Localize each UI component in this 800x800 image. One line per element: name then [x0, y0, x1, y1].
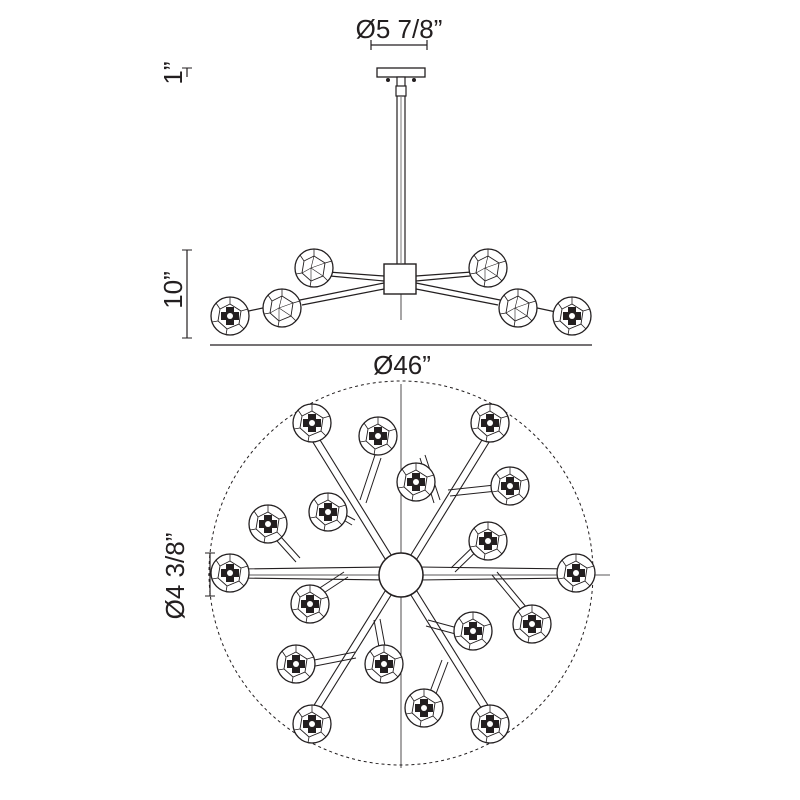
fixture-height-label: 10” — [158, 271, 188, 309]
overall-diameter-label: Ø46” — [373, 350, 431, 380]
elevation-view — [182, 40, 592, 346]
canopy-diameter-label: Ø5 7/8” — [356, 14, 443, 44]
canopy-height-label: 1” — [158, 61, 188, 84]
plan-view — [205, 380, 610, 768]
globe-diameter-label: Ø4 3/8” — [160, 533, 190, 620]
